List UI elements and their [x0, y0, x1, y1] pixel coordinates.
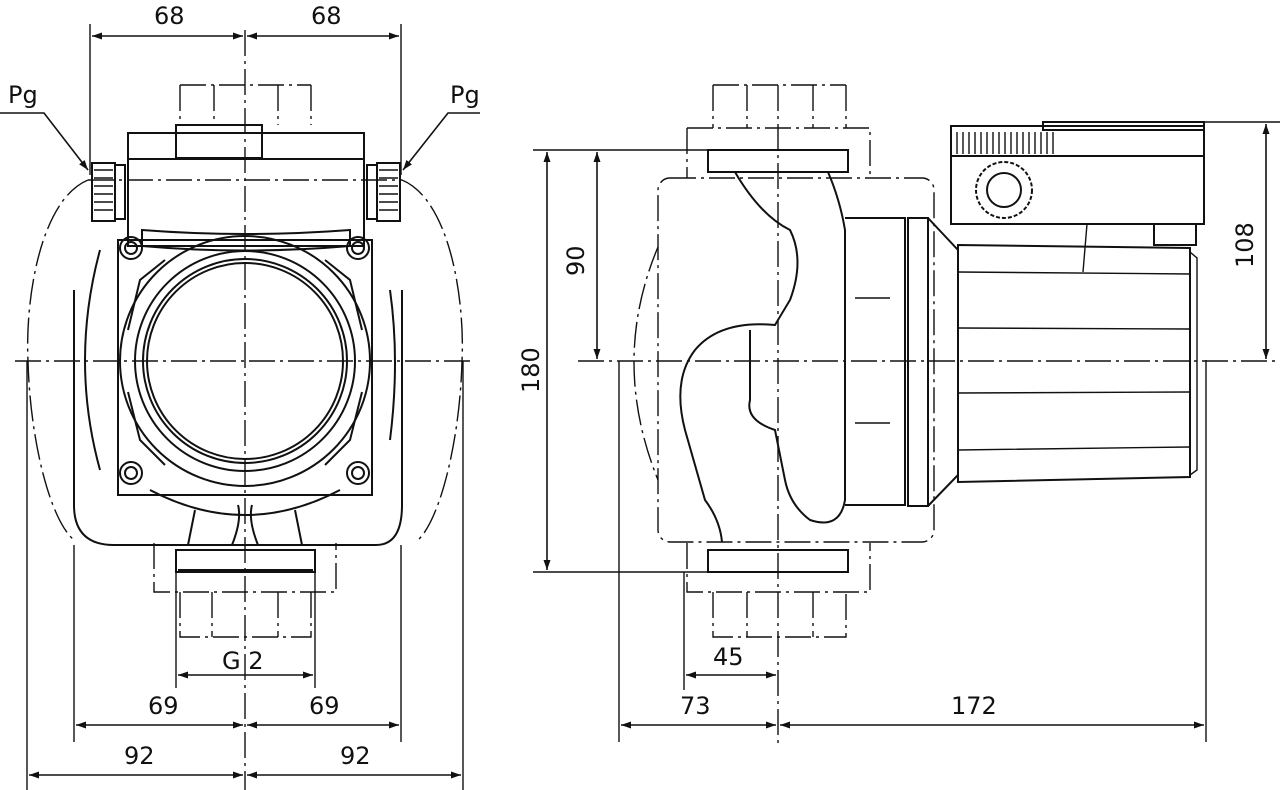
dimension-108: [1204, 121, 1280, 359]
bottom-port-side: [686, 543, 871, 638]
dim-45: 45: [713, 643, 744, 671]
dimension-g2: [175, 570, 316, 688]
dim-92-left: 92: [124, 742, 155, 770]
cable-gland-right: [366, 162, 401, 222]
volute-arc: [633, 246, 659, 481]
volute-body: [679, 171, 846, 543]
dim-180: 180: [517, 347, 545, 393]
dim-90: 90: [562, 245, 590, 276]
dim-69-right: 69: [309, 692, 340, 720]
dim-69-left: 69: [148, 692, 179, 720]
motor-flange-front: [845, 217, 906, 506]
flange-chamfer: [927, 217, 959, 507]
front-housing-outline: [73, 290, 403, 546]
bottom-port-front: [153, 543, 337, 638]
terminal-box: [127, 84, 365, 252]
control-box: [950, 121, 1205, 273]
front-envelope-outline: [26, 179, 464, 541]
thread-label: G 2: [222, 647, 264, 675]
motor-flange: [907, 217, 929, 507]
pump-volute-front: [84, 235, 396, 546]
top-port-side: [686, 84, 871, 178]
pg-leader-right: [402, 112, 480, 171]
dimension-69-69: [73, 545, 402, 742]
dimension-68-68: [89, 24, 402, 175]
side-view: 180 90 108 45 73 172: [517, 84, 1280, 745]
volute-envelope: [657, 177, 935, 543]
pg-label-left: Pg: [8, 81, 38, 109]
dim-92-right: 92: [340, 742, 371, 770]
pg-label-right: Pg: [450, 81, 480, 109]
pg-leader-left: [0, 112, 89, 171]
cooling-fins: [956, 132, 1054, 154]
dimension-92-92: [26, 361, 464, 790]
dim-108: 108: [1231, 222, 1259, 268]
cable-gland-left: [91, 162, 126, 222]
dim-73: 73: [680, 692, 711, 720]
dim-68-right: 68: [311, 2, 342, 30]
dim-68-left: 68: [154, 2, 185, 30]
selector-knob-icon: [975, 161, 1033, 219]
housing-bolts: [119, 236, 370, 485]
motor-body: [957, 243, 1198, 484]
dimension-45: [683, 572, 776, 690]
dimension-180: [533, 149, 708, 573]
dimension-73-172: [618, 360, 1207, 742]
front-view: Pg Pg 68 68 G 2 69 69: [0, 2, 480, 790]
dim-172: 172: [951, 692, 997, 720]
